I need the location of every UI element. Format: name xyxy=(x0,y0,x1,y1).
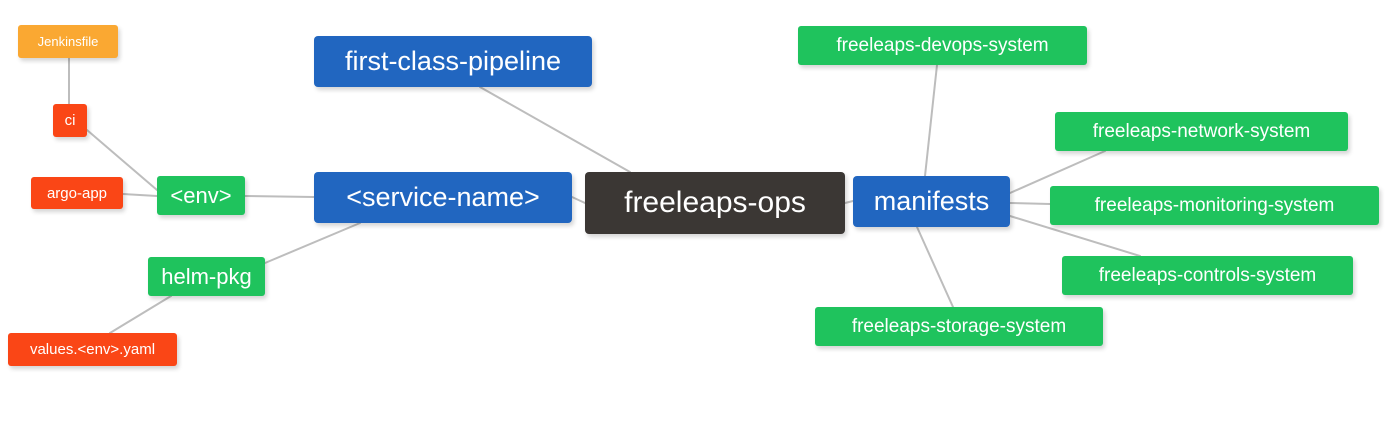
node-manifests[interactable]: manifests xyxy=(853,176,1010,227)
edge-manifests-to-freeleaps-devops-system xyxy=(924,64,938,177)
node-argo-app[interactable]: argo-app xyxy=(31,177,123,209)
node-freeleaps-devops-system[interactable]: freeleaps-devops-system xyxy=(798,26,1087,65)
node-label-env: <env> xyxy=(170,182,232,208)
node-jenkinsfile[interactable]: Jenkinsfile xyxy=(18,25,118,58)
node-service-name[interactable]: <service-name> xyxy=(314,172,572,223)
edge-manifests-to-freeleaps-storage-system xyxy=(916,226,954,308)
node-label-freeleaps-storage-system: freeleaps-storage-system xyxy=(851,316,1067,337)
edge-service-name-to-env xyxy=(244,195,315,198)
node-label-freeleaps-devops-system: freeleaps-devops-system xyxy=(836,35,1049,56)
node-ci[interactable]: ci xyxy=(53,104,87,137)
node-label-manifests: manifests xyxy=(873,186,990,216)
edge-helm-pkg-to-values-env-yaml xyxy=(109,295,172,334)
node-label-helm-pkg: helm-pkg xyxy=(161,263,252,289)
node-freeleaps-controls-system[interactable]: freeleaps-controls-system xyxy=(1062,256,1353,295)
edge-freeleaps-ops-to-first-class-pipeline xyxy=(479,86,631,173)
node-label-freeleaps-network-system: freeleaps-network-system xyxy=(1092,121,1311,142)
node-label-ci: ci xyxy=(64,112,76,129)
node-label-freeleaps-controls-system: freeleaps-controls-system xyxy=(1098,265,1317,286)
node-first-class-pipeline[interactable]: first-class-pipeline xyxy=(314,36,592,87)
node-values-env-yaml[interactable]: values.<env>.yaml xyxy=(8,333,177,366)
node-freeleaps-storage-system[interactable]: freeleaps-storage-system xyxy=(815,307,1103,346)
node-label-service-name: <service-name> xyxy=(346,182,540,212)
node-env[interactable]: <env> xyxy=(157,176,245,215)
node-label-first-class-pipeline: first-class-pipeline xyxy=(344,46,562,76)
edge-freeleaps-ops-to-service-name xyxy=(571,196,586,204)
node-freeleaps-network-system[interactable]: freeleaps-network-system xyxy=(1055,112,1348,151)
node-freeleaps-ops[interactable]: freeleaps-ops xyxy=(585,172,845,234)
node-label-values-env-yaml: values.<env>.yaml xyxy=(29,341,156,358)
node-helm-pkg[interactable]: helm-pkg xyxy=(148,257,265,296)
edge-env-to-argo-app xyxy=(122,193,158,197)
edge-manifests-to-freeleaps-monitoring-system xyxy=(1009,202,1051,205)
node-freeleaps-monitoring-system[interactable]: freeleaps-monitoring-system xyxy=(1050,186,1379,225)
edge-service-name-to-helm-pkg xyxy=(264,222,361,264)
node-label-freeleaps-ops: freeleaps-ops xyxy=(624,186,806,219)
node-label-argo-app: argo-app xyxy=(46,184,108,202)
node-label-jenkinsfile: Jenkinsfile xyxy=(37,34,99,49)
edge-freeleaps-ops-to-manifests xyxy=(844,200,854,204)
node-label-freeleaps-monitoring-system: freeleaps-monitoring-system xyxy=(1094,195,1335,216)
